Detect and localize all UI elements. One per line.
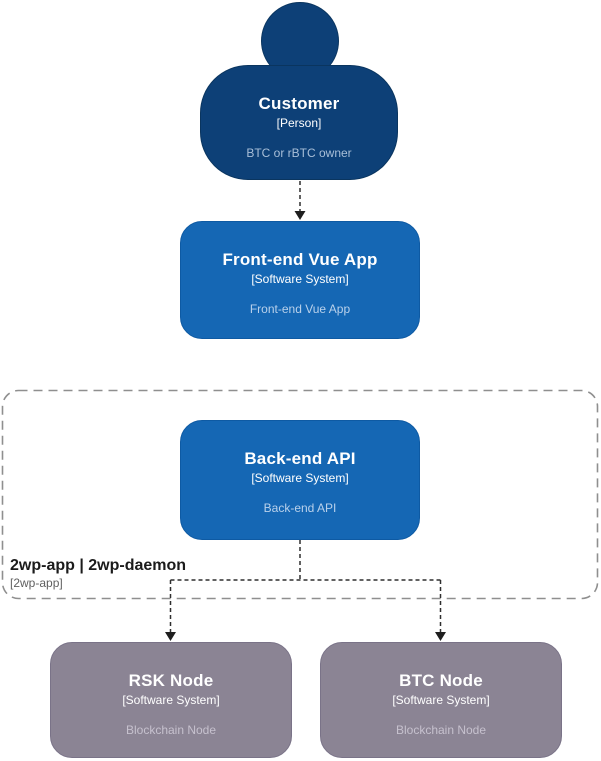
boundary-label: 2wp-app | 2wp-daemon [2wp-app] [10, 556, 186, 591]
boundary-2wp-app-outline[interactable] [1, 389, 599, 600]
node-customer[interactable]: Customer [Person] BTC or rBTC owner [200, 65, 398, 180]
node-description: Blockchain Node [125, 723, 217, 737]
node-title: Customer [258, 94, 340, 113]
arrowhead-icon [435, 632, 446, 641]
node-type: [Software System] [251, 471, 349, 485]
node-btc-node[interactable]: BTC Node [Software System] Blockchain No… [320, 642, 562, 758]
boundary-subtitle: [2wp-app] [10, 576, 63, 590]
node-title: RSK Node [128, 671, 214, 690]
node-type: [Person] [276, 116, 322, 130]
node-description: Blockchain Node [395, 723, 487, 737]
node-title: Front-end Vue App [222, 250, 378, 269]
node-title: BTC Node [399, 671, 483, 690]
node-type: [Software System] [122, 693, 220, 707]
node-rsk-node[interactable]: RSK Node [Software System] Blockchain No… [50, 642, 292, 758]
node-type: [Software System] [392, 693, 490, 707]
node-description: BTC or rBTC owner [246, 146, 352, 160]
node-type: [Software System] [251, 272, 349, 286]
node-backend-api[interactable]: Back-end API [Software System] Back-end … [180, 420, 420, 540]
arrowhead-icon [165, 632, 176, 641]
edge-backend-nodes[interactable] [169, 540, 442, 633]
arrowhead-icon [294, 211, 306, 220]
node-frontend-vue-app[interactable]: Front-end Vue App [Software System] Fron… [180, 221, 420, 339]
node-description: Back-end API [263, 501, 337, 515]
boundary-title: 2wp-app | 2wp-daemon [10, 557, 187, 574]
node-title: Back-end API [244, 449, 356, 468]
node-description: Front-end Vue App [249, 302, 351, 316]
